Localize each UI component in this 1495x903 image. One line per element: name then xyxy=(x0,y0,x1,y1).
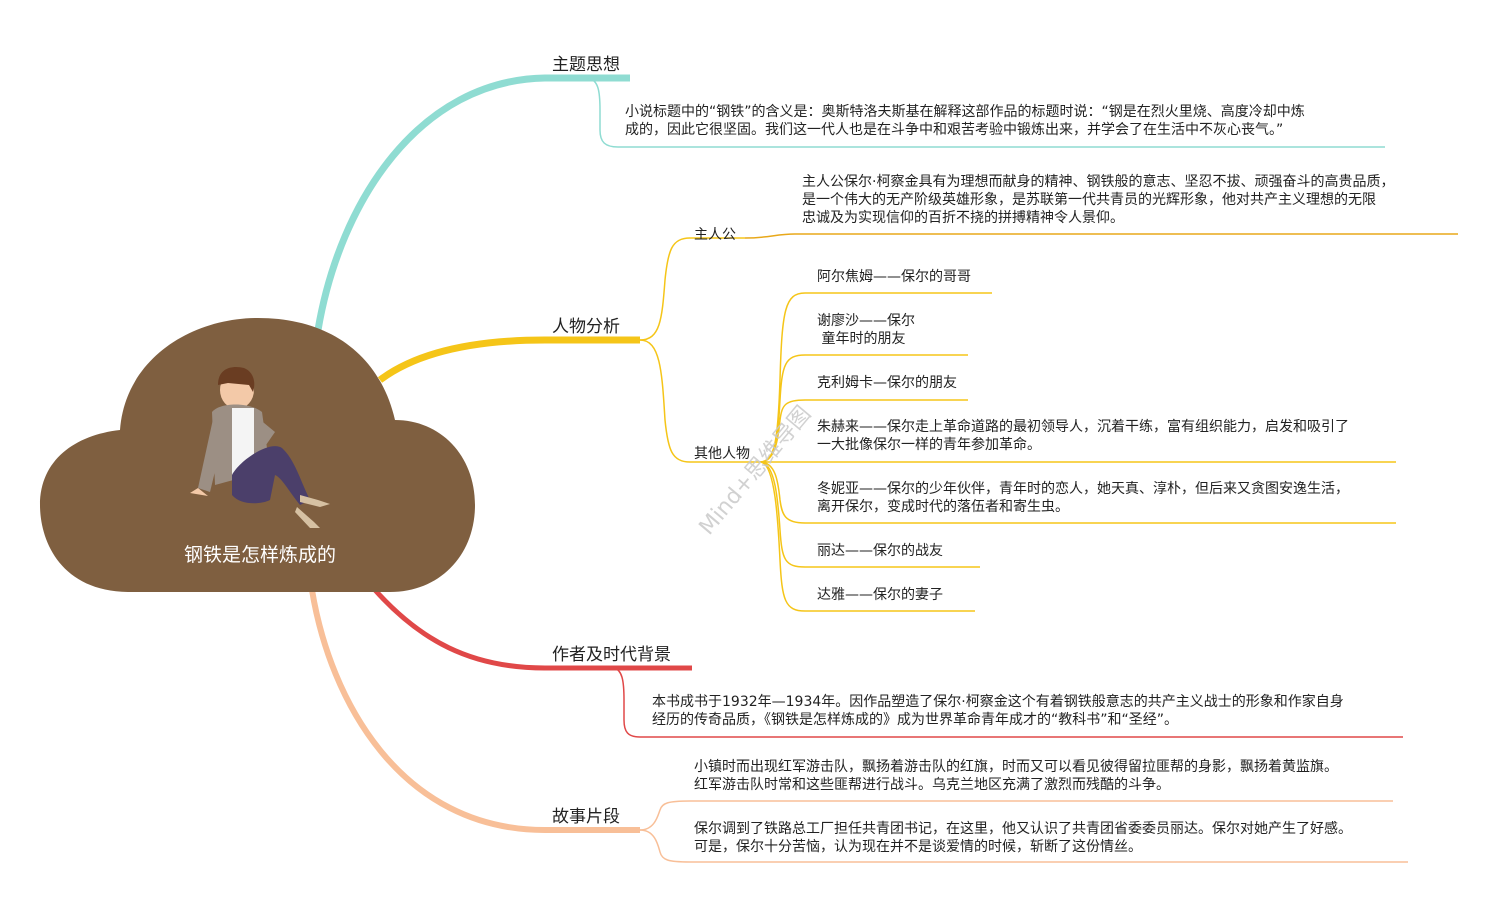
character-rita[interactable]: 丽达——保尔的战友 xyxy=(817,542,987,560)
text-line: 克利姆卡—保尔的朋友 xyxy=(817,375,957,391)
text-line: 成的，因此它很坚固。我们这一代人也是在斗争中和艰苦考验中锻炼出来，并学会了在生活… xyxy=(625,122,1284,138)
connector-theme xyxy=(314,74,630,331)
node-other-characters[interactable]: 其他人物 xyxy=(694,446,750,462)
connector-story xyxy=(309,589,640,833)
character-zhukhrai[interactable]: 朱赫来——保尔走上革命道路的最初领导人，沉着干练，富有组织能力，启发和吸引了 一… xyxy=(817,418,1397,454)
branch-story[interactable]: 故事片段 xyxy=(552,807,620,827)
protagonist-description: 主人公保尔·柯察金具有为理想而献身的精神、钢铁般的意志、坚忍不拔、顽强奋斗的高贵… xyxy=(802,173,1452,227)
branch-characters[interactable]: 人物分析 xyxy=(552,317,620,337)
branch-theme[interactable]: 主题思想 xyxy=(552,55,620,75)
story-fragment-2: 保尔调到了铁路总工厂担任共青团书记，在这里，他又认识了共青团省委委员丽达。保尔对… xyxy=(694,820,1414,856)
text-line: 忠诚及为实现信仰的百折不挠的拼搏精神令人景仰。 xyxy=(802,210,1124,226)
text-line: 主人公保尔·柯察金具有为理想而献身的精神、钢铁般的意志、坚忍不拔、顽强奋斗的高贵… xyxy=(802,174,1395,190)
text-line: 离开保尔，变成时代的落伍者和寄生虫。 xyxy=(817,499,1069,515)
text-line: 童年时的朋友 xyxy=(817,331,906,347)
character-artyom[interactable]: 阿尔焦姆——保尔的哥哥 xyxy=(817,268,997,286)
person-illustration xyxy=(190,366,330,528)
character-taya[interactable]: 达雅——保尔的妻子 xyxy=(817,586,987,604)
text-line: 阿尔焦姆——保尔的哥哥 xyxy=(817,269,971,285)
node-protagonist[interactable]: 主人公 xyxy=(694,227,736,243)
text-line: 小说标题中的“钢铁”的含义是：奥斯特洛夫斯基在解释这部作品的标题时说：“钢是在烈… xyxy=(625,104,1305,120)
root-title: 钢铁是怎样炼成的 xyxy=(183,544,336,566)
text-line: 朱赫来——保尔走上革命道路的最初领导人，沉着干练，富有组织能力，启发和吸引了 xyxy=(817,419,1349,435)
text-line: 经历的传奇品质，《钢铁是怎样炼成的》成为世界革命青年成才的“教科书”和“圣经”。 xyxy=(652,712,1179,728)
theme-description: 小说标题中的“钢铁”的含义是：奥斯特洛夫斯基在解释这部作品的标题时说：“钢是在烈… xyxy=(625,103,1385,139)
text-line: 丽达——保尔的战友 xyxy=(817,543,943,559)
branch-author[interactable]: 作者及时代背景 xyxy=(552,645,671,665)
text-line: 一大批像保尔一样的青年参加革命。 xyxy=(817,437,1041,453)
text-line: 达雅——保尔的妻子 xyxy=(817,587,943,603)
text-line: 小镇时而出现红军游击队，飘扬着游击队的红旗，时而又可以看见彼得留拉匪帮的身影，飘… xyxy=(694,759,1338,775)
author-description: 本书成书于1932年—1934年。因作品塑造了保尔·柯察金这个有着钢铁般意志的共… xyxy=(652,693,1412,729)
text-line: 谢廖沙——保尔 xyxy=(817,313,915,329)
text-line: 保尔调到了铁路总工厂担任共青团书记，在这里，他又认识了共青团省委委员丽达。保尔对… xyxy=(694,821,1352,837)
character-seryozha[interactable]: 谢廖沙——保尔 童年时的朋友 xyxy=(817,312,977,348)
text-line: 冬妮亚——保尔的少年伙伴，青年时的恋人，她天真、淳朴，但后来又贪图安逸生活， xyxy=(817,481,1349,497)
connector-author xyxy=(373,588,692,671)
text-line: 可是，保尔十分苦恼，认为现在并不是谈爱情的时候，斩断了这份情丝。 xyxy=(694,839,1142,855)
text-line: 红军游击队时常和这些匪帮进行战斗。乌克兰地区充满了激烈而残酷的斗争。 xyxy=(694,777,1170,793)
connector-characters xyxy=(377,336,640,383)
story-fragment-1: 小镇时而出现红军游击队，飘扬着游击队的红旗，时而又可以看见彼得留拉匪帮的身影，飘… xyxy=(694,758,1414,794)
character-klimka[interactable]: 克利姆卡—保尔的朋友 xyxy=(817,374,977,392)
text-line: 本书成书于1932年—1934年。因作品塑造了保尔·柯察金这个有着钢铁般意志的共… xyxy=(652,694,1344,710)
character-tonya[interactable]: 冬妮亚——保尔的少年伙伴，青年时的恋人，她天真、淳朴，但后来又贪图安逸生活， 离… xyxy=(817,480,1397,516)
text-line: 是一个伟大的无产阶级英雄形象，是苏联第一代共青员的光辉形象，他对共产主义理想的无… xyxy=(802,192,1376,208)
